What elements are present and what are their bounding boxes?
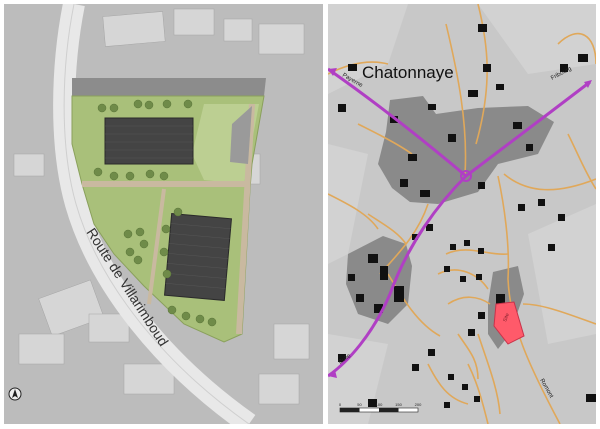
paved-area — [230, 106, 252, 164]
aerial-buildings — [13, 8, 310, 405]
map-title: Chatonnaye — [362, 63, 454, 82]
path-secondary — [147, 188, 166, 305]
scale-tick-4: 200 — [415, 402, 422, 407]
roundabout — [460, 170, 472, 182]
location-map: Site Chatonnaye Payerne Fribourg Romont … — [328, 4, 596, 424]
building-south — [163, 212, 233, 302]
building-north — [104, 117, 194, 165]
main-routes — [328, 67, 591, 378]
access-strip — [72, 78, 266, 96]
north-arrow-icon — [8, 387, 22, 401]
scale-bar: 0 50 100 150 200 — [339, 402, 422, 413]
route-arrows — [328, 68, 592, 378]
local-roads — [328, 4, 596, 424]
site-marker — [493, 301, 525, 345]
scale-tick-3: 150 — [395, 402, 402, 407]
building-south-roof-lines — [165, 223, 231, 289]
scale-tick-2: 100 — [376, 402, 383, 407]
scale-tick-1: 50 — [357, 402, 362, 407]
road-edge — [63, 4, 250, 424]
field-patches — [328, 4, 596, 424]
location-map-panel: Site Chatonnaye Payerne Fribourg Romont … — [328, 4, 596, 424]
scale-tick-0: 0 — [339, 402, 342, 407]
path-vertical — [236, 103, 255, 335]
building-north-roof-lines — [105, 125, 193, 159]
site-plan-map: Route de Villarimboud — [4, 4, 323, 424]
site-label: Site — [502, 312, 511, 322]
trees — [93, 99, 217, 327]
site-plan-panel: Route de Villarimboud — [4, 4, 323, 424]
